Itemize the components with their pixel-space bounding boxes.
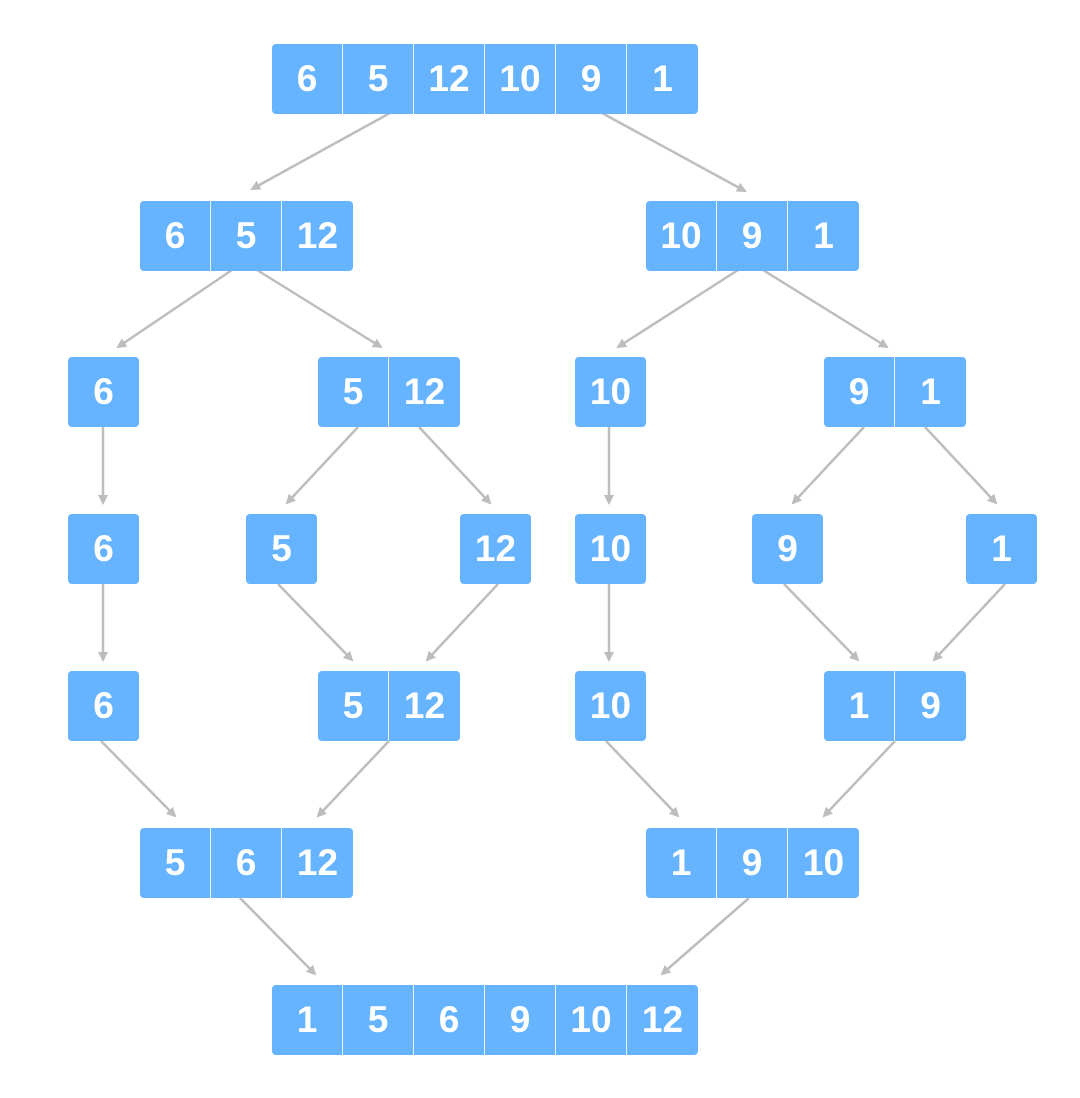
- array-cell: 1: [646, 828, 717, 898]
- array-cell: 5: [246, 514, 317, 584]
- array-cell: 12: [627, 985, 698, 1055]
- array-split-c: 10: [575, 357, 646, 427]
- arrow-connector: [277, 583, 354, 662]
- arrow-connector: [425, 583, 499, 662]
- array-cell: 12: [282, 828, 353, 898]
- array-cell: 9: [752, 514, 823, 584]
- arrow-connector: [932, 583, 1006, 662]
- array-cell: 10: [575, 357, 646, 427]
- array-cell: 1: [788, 201, 859, 271]
- array-cell: 9: [824, 357, 895, 427]
- arrow-connector: [100, 740, 177, 818]
- array-cell: 12: [282, 201, 353, 271]
- arrow-connector: [256, 268, 383, 349]
- array-cell: 9: [717, 201, 788, 271]
- array-cell: 10: [575, 671, 646, 741]
- arrow-connector: [285, 426, 359, 505]
- array-cell: 1: [895, 357, 966, 427]
- array-cell: 5: [318, 671, 389, 741]
- array-cell: 9: [895, 671, 966, 741]
- arrow-connector: [616, 268, 739, 349]
- arrow-connector: [250, 111, 391, 191]
- array-cell: 12: [460, 514, 531, 584]
- array-cell: 5: [343, 985, 414, 1055]
- arrow-connector: [822, 740, 896, 818]
- array-cell: 10: [646, 201, 717, 271]
- arrow-connector: [660, 897, 750, 976]
- array-single-f: 1: [966, 514, 1037, 584]
- array-single-c: 12: [460, 514, 531, 584]
- array-single-a: 6: [68, 514, 139, 584]
- array-cell: 1: [627, 44, 698, 114]
- array-cell: 6: [414, 985, 485, 1055]
- array-cell: 9: [717, 828, 788, 898]
- array-cell: 5: [343, 44, 414, 114]
- array-cell: 5: [140, 828, 211, 898]
- arrow-connector: [418, 426, 492, 505]
- array-cell: 12: [414, 44, 485, 114]
- array-cell: 6: [68, 357, 139, 427]
- array-cell: 1: [966, 514, 1037, 584]
- array-split-a: 6: [68, 357, 139, 427]
- arrow-connector: [605, 740, 680, 818]
- array-cell: 6: [140, 201, 211, 271]
- array-cell: 6: [68, 514, 139, 584]
- array-merge-c: 10: [575, 671, 646, 741]
- arrow-connector: [762, 268, 889, 349]
- array-cell: 6: [272, 44, 343, 114]
- arrow-connector: [791, 426, 865, 505]
- arrow-connector: [239, 897, 317, 976]
- array-cell: 1: [824, 671, 895, 741]
- array-cell: 10: [556, 985, 627, 1055]
- arrow-connector: [116, 268, 233, 349]
- array-cell: 6: [211, 828, 282, 898]
- array-single-e: 9: [752, 514, 823, 584]
- array-cell: 9: [485, 985, 556, 1055]
- array-merge-a: 6: [68, 671, 139, 741]
- array-single-b: 5: [246, 514, 317, 584]
- arrow-connector: [783, 583, 860, 662]
- array-cell: 10: [485, 44, 556, 114]
- array-cell: 1: [272, 985, 343, 1055]
- array-cell: 10: [575, 514, 646, 584]
- array-cell: 6: [68, 671, 139, 741]
- array-single-d: 10: [575, 514, 646, 584]
- arrow-connector: [924, 426, 998, 505]
- array-cell: 5: [211, 201, 282, 271]
- arrow-connector: [601, 111, 747, 193]
- array-cell: 10: [788, 828, 859, 898]
- array-cell: 12: [389, 671, 460, 741]
- array-cell: 5: [318, 357, 389, 427]
- array-cell: 12: [389, 357, 460, 427]
- array-cell: 9: [556, 44, 627, 114]
- arrow-connector: [316, 740, 390, 818]
